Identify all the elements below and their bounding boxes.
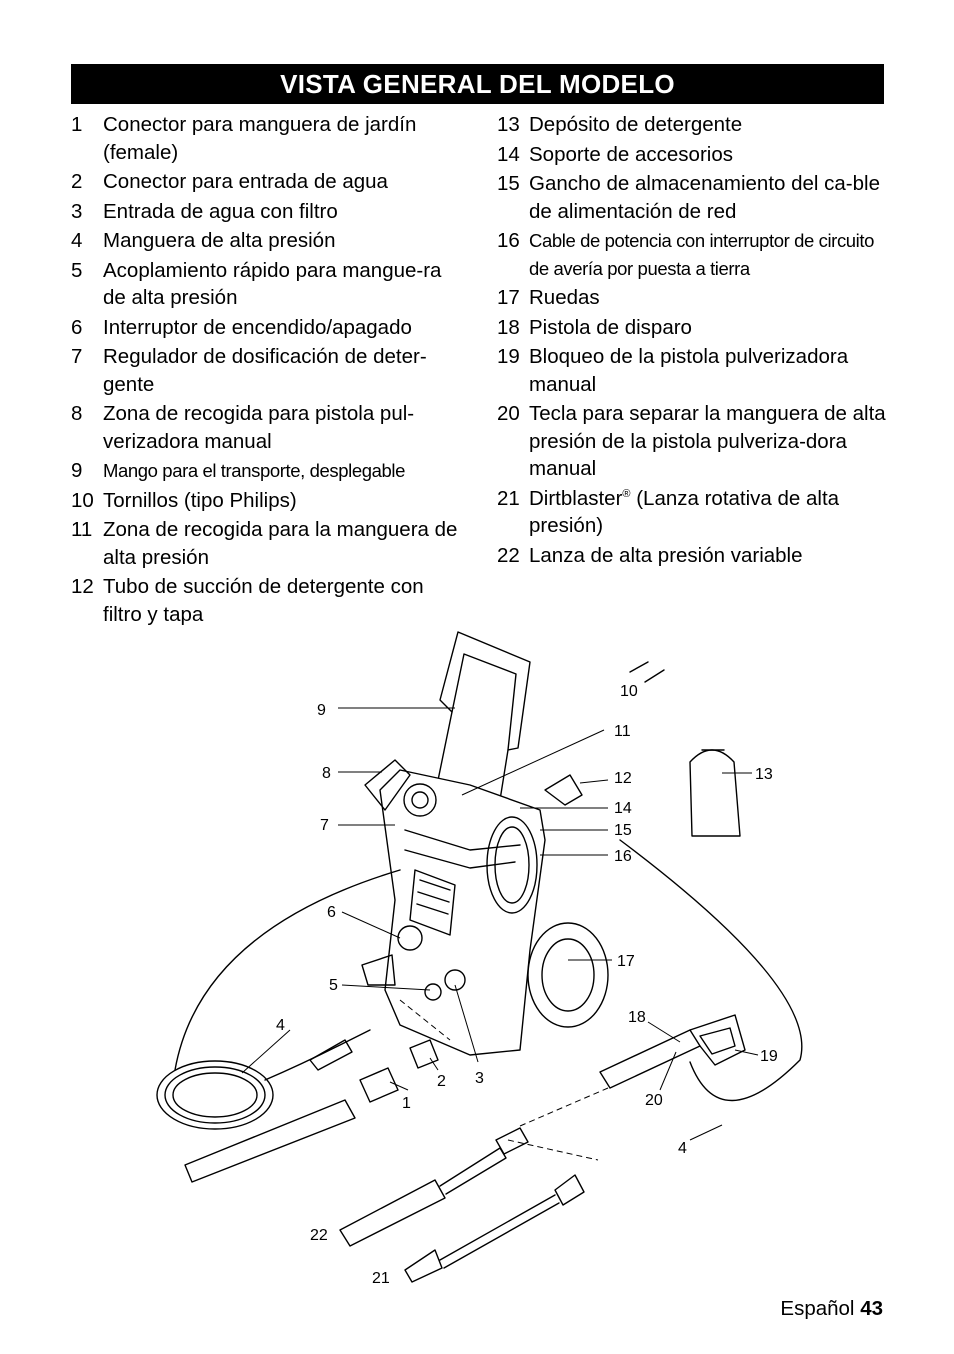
callout-8: 8 xyxy=(322,765,331,782)
page-number: 43 xyxy=(860,1297,883,1320)
callout-20: 20 xyxy=(645,1092,663,1109)
footer-language: Español xyxy=(780,1297,855,1320)
callout-1: 1 xyxy=(402,1095,411,1112)
callout-12: 12 xyxy=(614,770,632,787)
callout-4-gun-hose: 4 xyxy=(678,1140,687,1157)
callout-18: 18 xyxy=(628,1009,646,1026)
callout-22: 22 xyxy=(310,1227,328,1244)
callout-14: 14 xyxy=(614,800,632,817)
callout-3: 3 xyxy=(475,1070,484,1087)
registered-mark: ® xyxy=(622,487,631,500)
callout-19: 19 xyxy=(760,1048,778,1065)
callout-6: 6 xyxy=(327,904,336,921)
callout-10: 10 xyxy=(620,683,638,700)
page-footer: Español 43 xyxy=(780,1297,883,1321)
callout-11: 11 xyxy=(614,723,631,740)
callout-17: 17 xyxy=(617,953,635,970)
callout-5: 5 xyxy=(329,977,338,994)
callout-21: 21 xyxy=(372,1270,390,1287)
section-title-bar: VISTA GENERAL DEL MODELO xyxy=(71,64,884,104)
callout-7: 7 xyxy=(320,817,329,834)
callout-9: 9 xyxy=(317,702,326,719)
section-title: VISTA GENERAL DEL MODELO xyxy=(280,68,675,99)
callout-2: 2 xyxy=(437,1073,446,1090)
callout-4-hose: 4 xyxy=(276,1017,285,1034)
callout-16: 16 xyxy=(614,848,632,865)
callout-15: 15 xyxy=(614,822,632,839)
pressure-washer-diagram: 1 2 3 4 4 5 6 7 8 9 10 11 12 13 14 15 16… xyxy=(156,631,803,1287)
callout-13: 13 xyxy=(755,766,773,783)
